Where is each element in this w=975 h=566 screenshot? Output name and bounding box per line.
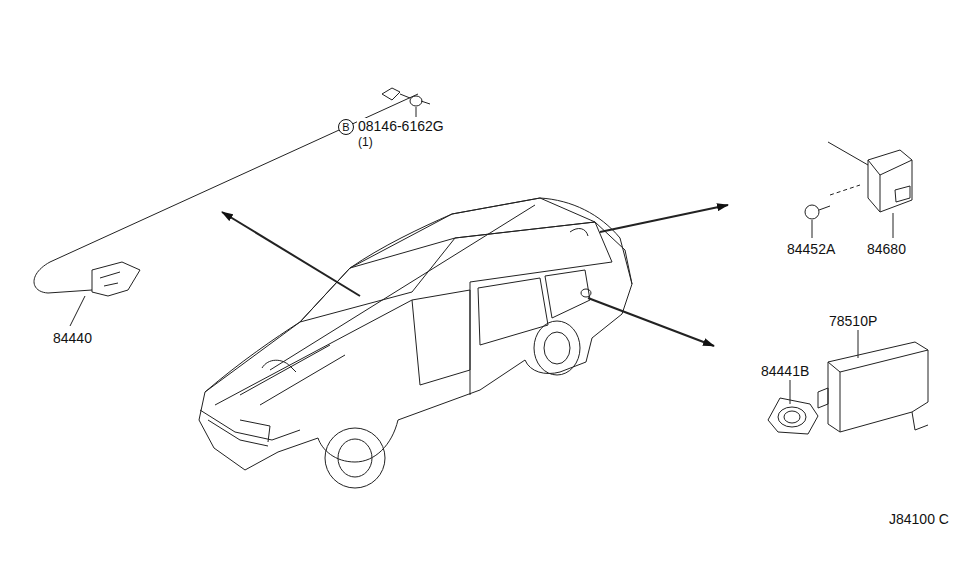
callout-number: 84441B (760, 363, 810, 379)
quantity-note: (1) (357, 134, 374, 150)
callout-number: 84680 (866, 241, 907, 257)
diagram-code: J84100 C (888, 511, 950, 527)
callout-number: 84452A (786, 241, 836, 257)
callout-number: 78510P (828, 313, 878, 329)
part-number: 08146-6162G (357, 118, 445, 134)
callout-number: 84440 (52, 330, 93, 346)
bolt-marker: B (338, 119, 354, 135)
